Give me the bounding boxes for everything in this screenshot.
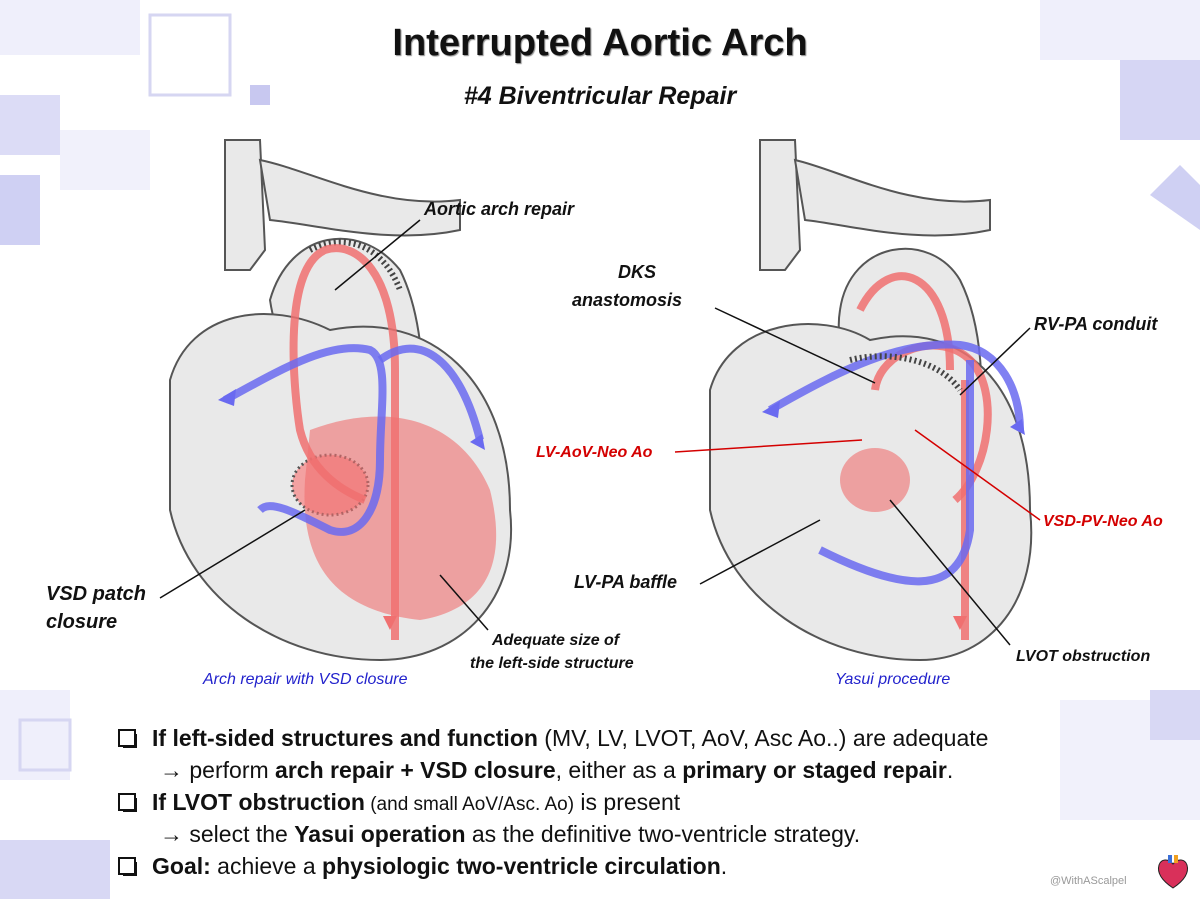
bullet-2-detail-bold: Yasui operation <box>294 821 466 847</box>
bullet-list: If left-sided structures and function (M… <box>118 722 1158 882</box>
bullet-3-end: . <box>720 853 728 879</box>
bullet-1-bold: If left-sided structures and function <box>152 725 538 751</box>
bullet-3-bold2: physiologic two-ventricle circulation <box>322 853 721 879</box>
label-aortic-arch-repair: Aortic arch repair <box>424 199 575 219</box>
label-adequate-line2: the left-side structure <box>470 655 634 672</box>
label-dks-line2: anastomosis <box>572 290 683 310</box>
label-rv-pa-conduit: RV-PA conduit <box>1034 314 1158 334</box>
bullet-2-text: is present <box>574 789 681 815</box>
label-dks-line1: DKS <box>618 262 657 282</box>
page-subtitle: #4 Biventricular Repair <box>463 82 737 110</box>
page-title: Interrupted Aortic Arch <box>392 22 808 64</box>
bullet-1: If left-sided structures and function (M… <box>118 722 1158 754</box>
bullet-1-detail-end: . <box>946 757 954 783</box>
yasui-illustration <box>709 139 1033 662</box>
label-lv-aov-neo-ao: LV-AoV-Neo Ao <box>536 444 653 461</box>
bullet-1-text: (MV, LV, LVOT, AoV, Asc Ao..) are adequa… <box>537 725 989 751</box>
bullet-2-small: (and small AoV/Asc. Ao) <box>364 794 575 815</box>
bullet-1-detail-pre: → perform <box>160 757 276 783</box>
bullet-1-detail: → perform arch repair + VSD closure, eit… <box>118 754 1158 786</box>
bullet-2: If LVOT obstruction (and small AoV/Asc. … <box>118 786 1158 818</box>
credit-text: @WithAScalpel <box>1050 875 1127 887</box>
label-adequate-line1: Adequate size of <box>492 632 620 649</box>
checkbox-icon <box>118 857 137 876</box>
arch-repair-illustration <box>169 139 513 662</box>
bullet-3: Goal: achieve a physiologic two-ventricl… <box>118 850 1158 882</box>
heart-logo-icon <box>1158 855 1188 889</box>
bullet-1-detail-bold2: primary or staged repair <box>682 757 947 783</box>
label-lvot-obstruction: LVOT obstruction <box>1016 648 1151 665</box>
bullet-2-detail: → select the Yasui operation as the defi… <box>118 818 1158 850</box>
caption-yasui: Yasui procedure <box>835 671 951 688</box>
bullet-1-detail-bold1: arch repair + VSD closure <box>275 757 556 783</box>
bullet-1-detail-mid: , either as a <box>555 757 683 783</box>
bullet-3-bold1: Goal: <box>152 853 211 879</box>
checkbox-icon <box>118 729 137 748</box>
label-vsd-patch-line2: closure <box>46 611 118 633</box>
caption-arch-repair: Arch repair with VSD closure <box>203 671 408 688</box>
checkbox-icon <box>118 793 137 812</box>
bullet-2-detail-rest: as the definitive two-ventricle strategy… <box>465 821 861 847</box>
bullet-2-detail-pre: → select the <box>160 821 295 847</box>
label-vsd-pv-neo-ao: VSD-PV-Neo Ao <box>1043 513 1163 530</box>
label-vsd-patch-line1: VSD patch <box>46 583 147 605</box>
bullet-2-bold: If LVOT obstruction <box>152 789 365 815</box>
bullet-3-mid: achieve a <box>210 853 323 879</box>
label-lv-pa-baffle: LV-PA baffle <box>574 572 678 592</box>
